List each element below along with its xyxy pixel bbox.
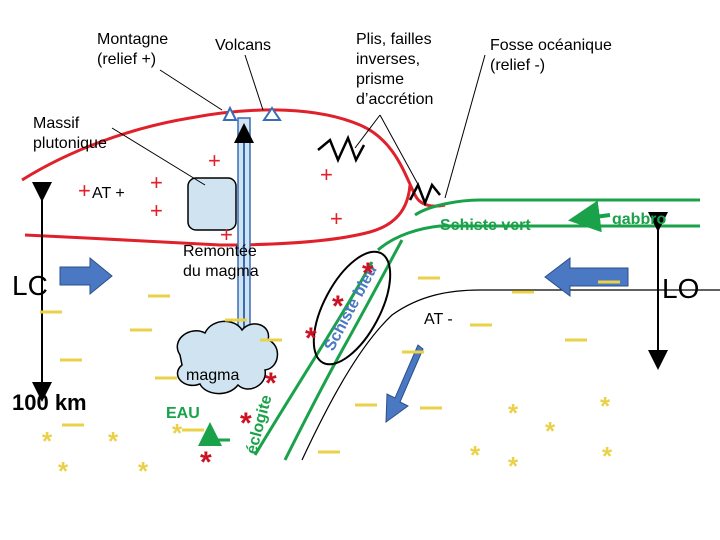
slab-top-green [253, 261, 374, 456]
remontee-label-1: Remontée [183, 243, 257, 260]
massif-label-1: Massif [33, 115, 80, 132]
massif-label-2: plutonique [33, 135, 107, 152]
svg-text:+: + [78, 178, 91, 203]
svg-text:*: * [362, 257, 374, 290]
svg-text:+: + [330, 206, 343, 231]
gabbro-arrow [568, 200, 611, 233]
plis-label-3: prisme [356, 71, 404, 88]
svg-text:*: * [600, 391, 611, 421]
plis-leader-2 [379, 114, 421, 189]
water-release-arrow [198, 422, 230, 446]
svg-text:*: * [240, 407, 252, 440]
oceanic-crust-top [414, 198, 700, 217]
svg-text:*: * [172, 418, 183, 448]
svg-text:*: * [332, 290, 344, 323]
svg-text:*: * [138, 456, 149, 486]
crust-bottom-boundary [24, 184, 412, 247]
svg-text:+: + [150, 170, 163, 195]
fold-zigzag-2 [408, 182, 441, 207]
svg-text:*: * [42, 426, 53, 456]
at-plus-label: AT + [92, 185, 125, 202]
slab-bottom-green [283, 239, 404, 461]
svg-text:*: * [508, 451, 519, 481]
svg-text:*: * [545, 416, 556, 446]
massif-leader [111, 127, 206, 186]
svg-text:*: * [305, 322, 317, 355]
svg-text:+: + [320, 162, 333, 187]
svg-text:*: * [265, 367, 277, 400]
svg-text:+: + [208, 148, 221, 173]
plis-label-1: Plis, failles [356, 31, 432, 48]
montagne-label: Montagne [97, 31, 168, 48]
svg-text:*: * [108, 426, 119, 456]
schiste-vert-label: Schiste vert [440, 217, 531, 234]
plis-leader-1 [354, 114, 381, 149]
montagne-sublabel: (relief +) [97, 51, 156, 68]
depth-label: 100 km [12, 390, 87, 415]
mantle-stars: * * * * * * * * * * * [42, 391, 613, 486]
mantle-dashes [40, 276, 620, 454]
gabbro-label: gabbro [612, 211, 666, 228]
lithosphere-base [301, 289, 720, 461]
svg-text:*: * [470, 440, 481, 470]
pluton-body [187, 177, 237, 231]
fosse-label-2: (relief -) [490, 57, 545, 74]
eau-label: EAU [166, 405, 200, 422]
continental-plate-arrow [59, 256, 113, 296]
slab-stars: * * * * * * [200, 257, 374, 479]
volcans-label: Volcans [215, 37, 271, 54]
svg-text:*: * [508, 398, 519, 428]
crust-top-boundary [21, 108, 446, 208]
oceanic-crust-bottom [377, 224, 700, 252]
svg-text:+: + [150, 198, 163, 223]
magma-chamber [176, 320, 279, 395]
crust-plus-signs: + + + + + + + [78, 148, 343, 247]
fosse-leader [444, 54, 486, 199]
fold-zigzag-1 [317, 134, 366, 164]
slab-descent-arrow [385, 344, 424, 424]
montagne-leader [159, 69, 223, 111]
plis-label-2: inverses, [356, 51, 420, 68]
plis-label-4: d’accrétion [356, 91, 433, 108]
lo-label: LO [662, 273, 699, 304]
svg-text:*: * [602, 441, 613, 471]
remontee-label-2: du magma [183, 263, 259, 280]
volcans-leader [244, 54, 264, 111]
oceanic-plate-arrow [544, 256, 629, 298]
schiste-bleu-ellipse [312, 250, 392, 366]
fosse-label-1: Fosse océanique [490, 37, 612, 54]
volcano-right-icon [262, 106, 282, 121]
svg-text:+: + [220, 222, 233, 247]
at-minus-label: AT - [424, 311, 453, 328]
volcano-left-icon [222, 105, 238, 121]
magma-label: magma [186, 367, 239, 384]
lc-label: LC [12, 270, 48, 301]
svg-text:*: * [58, 456, 69, 486]
svg-text:*: * [200, 446, 212, 479]
